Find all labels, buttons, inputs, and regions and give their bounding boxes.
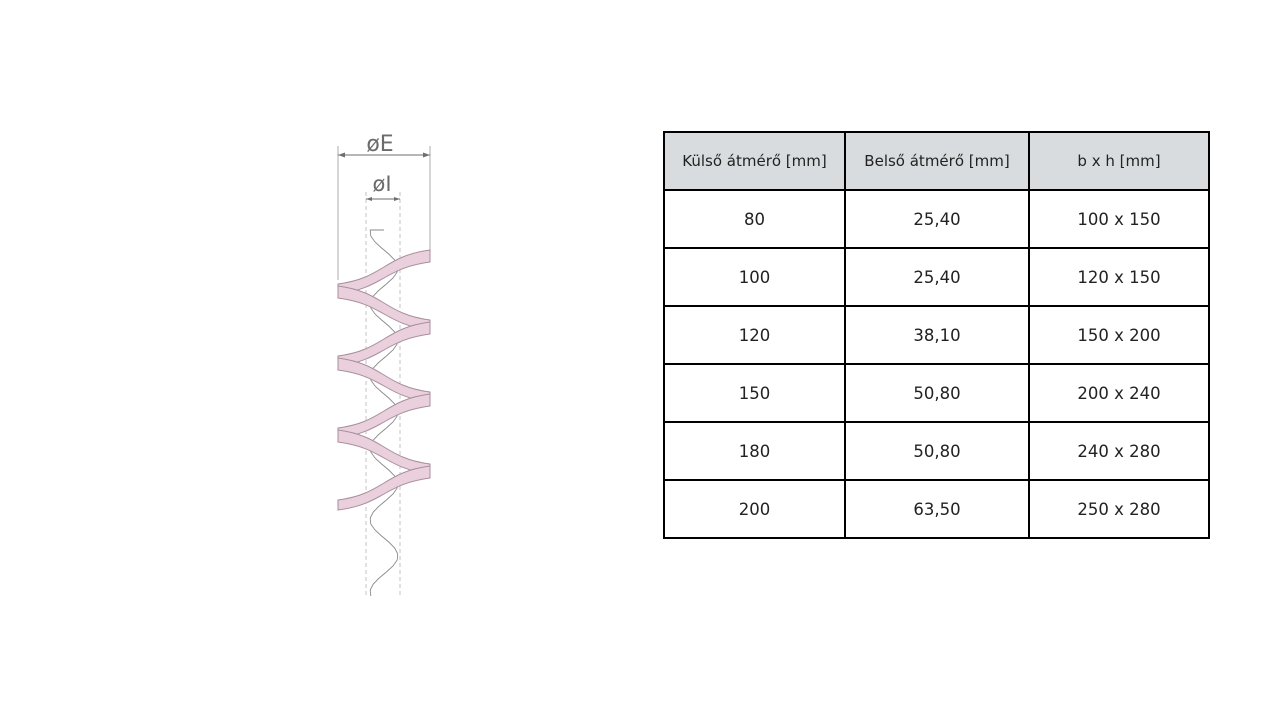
- outer-diameter-label: øE: [366, 132, 393, 157]
- cell-outer-diameter: 120: [663, 305, 846, 365]
- header-outer-diameter: Külső átmérő [mm]: [663, 131, 846, 191]
- cell-inner-diameter: 50,80: [844, 421, 1030, 481]
- helix-flights: [337, 229, 431, 597]
- cell-outer-diameter: 200: [663, 479, 846, 539]
- spec-table: Külső átmérő [mm] Belső átmérő [mm] b x …: [663, 131, 1210, 539]
- cell-inner-diameter: 25,40: [844, 247, 1030, 307]
- table-header-row: Külső átmérő [mm] Belső átmérő [mm] b x …: [663, 131, 1210, 191]
- outer-arrow-left: [338, 152, 345, 158]
- auger-spiral-drawing: øE øI: [320, 120, 450, 600]
- cell-inner-diameter: 38,10: [844, 305, 1030, 365]
- spiral-diagram: øE øI: [337, 132, 431, 598]
- helix-flight: [337, 429, 431, 475]
- table-row: 100 25,40 120 x 150: [663, 247, 1210, 307]
- outer-arrow-right: [423, 152, 430, 158]
- table-row: 180 50,80 240 x 280: [663, 421, 1210, 481]
- helix-flight: [337, 321, 431, 367]
- cell-b-x-h: 120 x 150: [1028, 247, 1210, 307]
- inner-arrow-right: [394, 197, 400, 201]
- cell-outer-diameter: 100: [663, 247, 846, 307]
- cell-b-x-h: 150 x 200: [1028, 305, 1210, 365]
- inner-arrow-left: [366, 197, 372, 201]
- cell-outer-diameter: 150: [663, 363, 846, 423]
- helix-flight: [337, 357, 431, 403]
- cell-outer-diameter: 80: [663, 189, 846, 249]
- cell-b-x-h: 240 x 280: [1028, 421, 1210, 481]
- helix-flight: [337, 393, 431, 439]
- helix-flight: [337, 285, 431, 331]
- table-row: 80 25,40 100 x 150: [663, 189, 1210, 249]
- helix-flight: [337, 249, 431, 295]
- cell-b-x-h: 250 x 280: [1028, 479, 1210, 539]
- cell-inner-diameter: 25,40: [844, 189, 1030, 249]
- cell-b-x-h: 100 x 150: [1028, 189, 1210, 249]
- helix-flight: [337, 465, 431, 511]
- header-inner-diameter: Belső átmérő [mm]: [844, 131, 1030, 191]
- cell-outer-diameter: 180: [663, 421, 846, 481]
- cell-b-x-h: 200 x 240: [1028, 363, 1210, 423]
- table-row: 200 63,50 250 x 280: [663, 479, 1210, 539]
- cell-inner-diameter: 50,80: [844, 363, 1030, 423]
- header-b-x-h: b x h [mm]: [1028, 131, 1210, 191]
- inner-diameter-label: øI: [372, 172, 391, 196]
- table-row: 120 38,10 150 x 200: [663, 305, 1210, 365]
- table-row: 150 50,80 200 x 240: [663, 363, 1210, 423]
- cell-inner-diameter: 63,50: [844, 479, 1030, 539]
